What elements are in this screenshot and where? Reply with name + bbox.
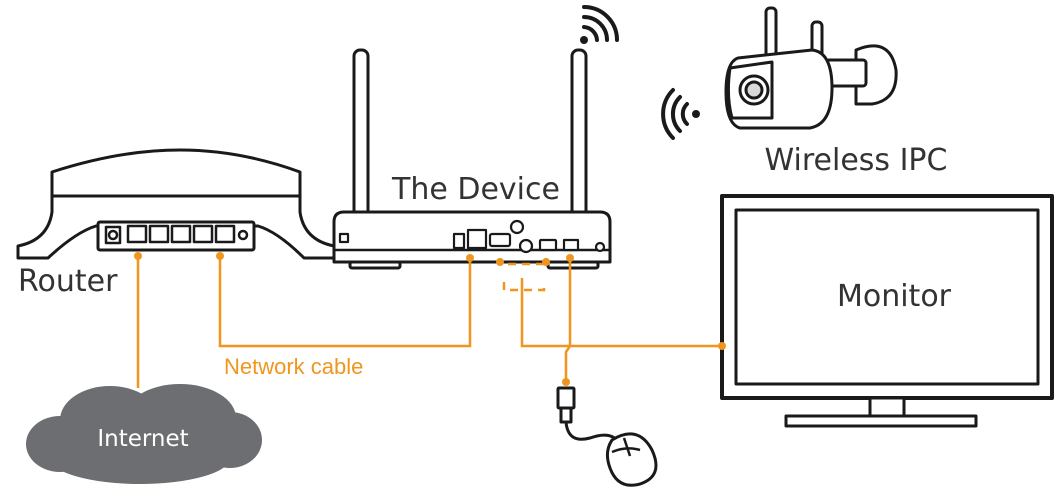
monitor-label: Monitor (837, 279, 952, 314)
cable-lines (136, 256, 722, 388)
router-label: Router (18, 264, 118, 299)
wireless-ipc-label: Wireless IPC (765, 143, 948, 178)
wifi-signal-icon (580, 5, 619, 44)
mouse-icon (564, 421, 658, 487)
wifi-signal-icon (661, 88, 700, 140)
device-label: The Device (391, 172, 560, 207)
internet-label: Internet (97, 426, 188, 452)
cable-dots (134, 252, 726, 386)
router-icon (16, 148, 336, 260)
network-cable-label: Network cable (224, 354, 363, 379)
antenna-icon (352, 48, 370, 226)
wireless-camera-icon (724, 6, 898, 130)
usb-plug-icon (556, 386, 576, 424)
antenna-icon (570, 48, 588, 226)
cloud-icon (26, 384, 262, 484)
monitor-icon (720, 194, 1054, 428)
